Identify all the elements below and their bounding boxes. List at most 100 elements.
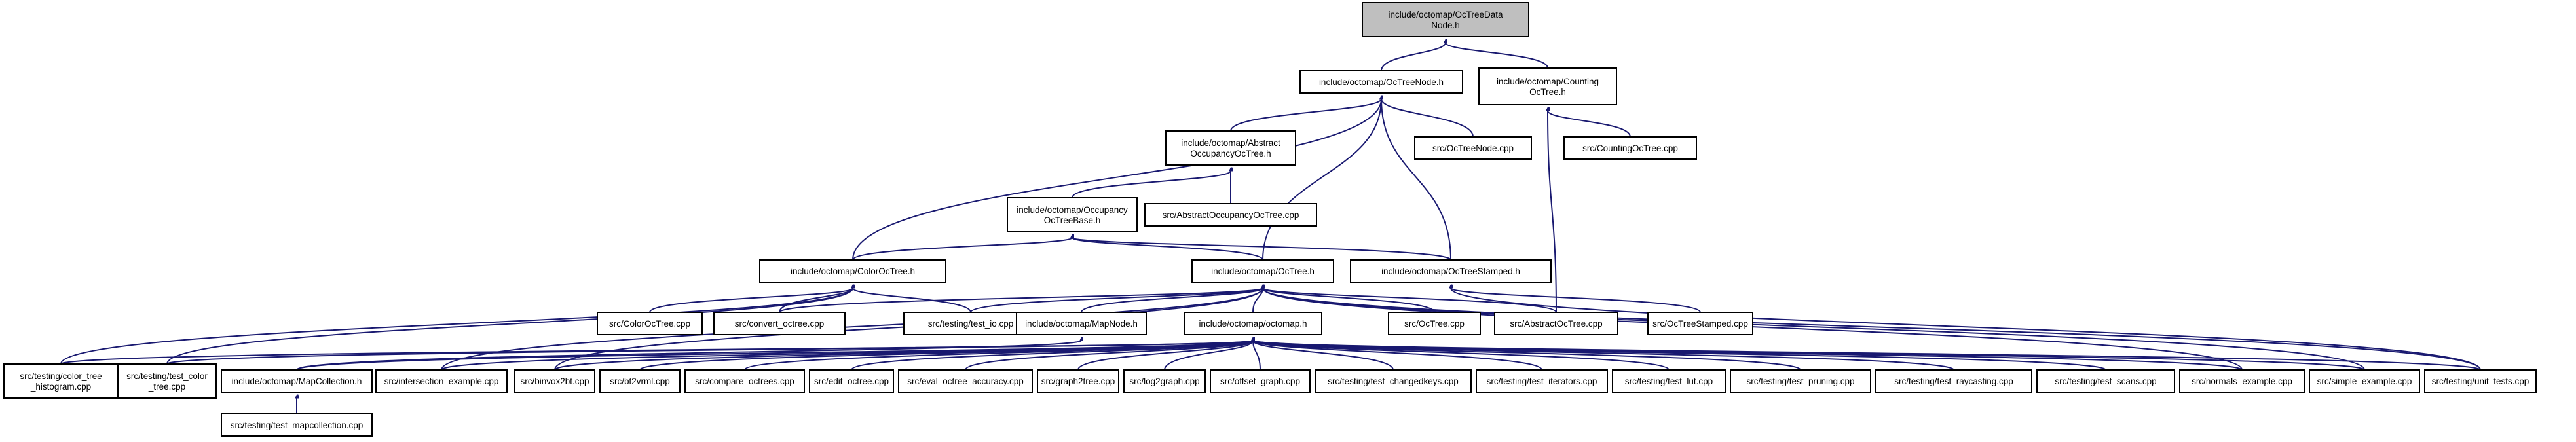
node-label: src/intersection_example.cpp [384,377,499,386]
node-label: include/octomap/Occupancy [1017,205,1128,215]
node-normals-example[interactable]: src/normals_example.cpp [2179,369,2305,393]
node-box [1476,369,1608,393]
node-label: src/simple_example.cpp [2317,377,2412,386]
node-box [1350,259,1552,283]
edge-stamped-h-to-octreenode-h [1381,99,1451,261]
node-box [1007,197,1138,232]
edge-mapnode-h-to-octree-h [1081,288,1263,313]
node-box [1123,369,1206,393]
node-box [1414,136,1532,160]
node-test-changedkeys[interactable]: src/testing/test_changedkeys.cpp [1315,369,1472,393]
node-label: src/testing/test_scans.cpp [2055,377,2156,386]
node-box [221,369,373,393]
node-mapcollection-h[interactable]: include/octomap/MapCollection.h [221,369,373,393]
node-stamped-h[interactable]: include/octomap/OcTreeStamped.h [1350,259,1552,283]
node-box [1210,369,1311,393]
node-label: include/octomap/MapNode.h [1025,319,1138,329]
edge-test-io-to-coloroctree-h [853,288,971,313]
node-test-raycasting[interactable]: src/testing/test_raycasting.cpp [1875,369,2032,393]
node-label: src/eval_octree_accuracy.cpp [907,377,1024,386]
node-test-color-tree[interactable]: src/testing/test_color_tree.cpp [117,363,217,399]
node-label: OcTreeBase.h [1044,215,1101,225]
node-offset-graph[interactable]: src/offset_graph.cpp [1210,369,1311,393]
edge-convert-octree-to-coloroctree-h [779,288,853,313]
node-label: src/convert_octree.cpp [735,319,825,329]
node-label: _tree.cpp [148,382,185,392]
node-label: src/testing/test_pruning.cpp [1746,377,1854,386]
node-box [1612,369,1726,393]
node-box [684,369,805,393]
edge-abstract-occ-h-to-octreenode-h [1230,99,1381,132]
node-log2graph[interactable]: src/log2graph.cpp [1123,369,1206,393]
node-box [1184,312,1322,335]
node-counting-h[interactable]: include/octomap/CountingOcTree.h [1478,67,1617,105]
node-label: include/octomap/Counting [1497,77,1599,86]
node-test-scans[interactable]: src/testing/test_scans.cpp [2036,369,2175,393]
node-box [2036,369,2175,393]
node-box [1299,70,1463,94]
nodes-layer: include/octomap/OcTreeDataNode.hinclude/… [3,2,2537,437]
node-label: OccupancyOcTree.h [1190,149,1271,158]
edge-log2graph-to-octomap-h [1164,341,1253,371]
node-octree-cpp[interactable]: src/OcTree.cpp [1388,312,1481,335]
node-mapnode-h[interactable]: include/octomap/MapNode.h [1016,312,1147,335]
edge-coloroctree-h-to-occbase-h [852,238,1072,261]
node-label: src/OcTree.cpp [1404,319,1465,329]
node-label: src/graph2tree.cpp [1041,377,1115,386]
edge-edit-octree-to-octomap-h [851,341,1253,371]
node-label: src/CountingOcTree.cpp [1582,143,1678,153]
node-label: _histogram.cpp [30,382,91,392]
node-label: src/testing/color_tree [20,371,102,381]
node-test-mapcollection[interactable]: src/testing/test_mapcollection.cpp [221,413,373,437]
node-color-hist[interactable]: src/testing/color_tree_histogram.cpp [3,363,119,399]
node-test-lut[interactable]: src/testing/test_lut.cpp [1612,369,1726,393]
node-bt2vrml[interactable]: src/bt2vrml.cpp [599,369,681,393]
edge-octree-cpp-to-octree-h [1263,288,1435,313]
node-label: src/testing/test_raycasting.cpp [1894,377,2013,386]
node-graph2tree[interactable]: src/graph2tree.cpp [1037,369,1119,393]
edge-test-changedkeys-to-octomap-h [1253,341,1394,371]
node-stamped-cpp[interactable]: src/OcTreeStamped.cpp [1647,312,1753,335]
node-simple-example[interactable]: src/simple_example.cpp [2309,369,2420,393]
edge-abstract-octree-cpp-to-octree-h [1263,288,1557,313]
edge-occbase-h-to-abstract-occ-h [1072,171,1231,198]
node-intersection[interactable]: src/intersection_example.cpp [375,369,508,393]
node-box [1647,312,1753,335]
node-test-pruning[interactable]: src/testing/test_pruning.cpp [1730,369,1871,393]
edge-convert-octree-to-octree-h [779,288,1263,313]
node-eval-octree[interactable]: src/eval_octree_accuracy.cpp [898,369,1033,393]
node-test-iterators[interactable]: src/testing/test_iterators.cpp [1476,369,1608,393]
node-compare-octrees[interactable]: src/compare_octrees.cpp [684,369,805,393]
node-label: src/OcTreeNode.cpp [1432,143,1514,153]
node-coloroctree-cpp[interactable]: src/ColorOcTree.cpp [597,312,703,335]
edge-octreenode-cpp-to-octreenode-h [1381,99,1474,138]
node-abstract-occ-h[interactable]: include/octomap/AbstractOccupancyOcTree.… [1165,130,1296,166]
node-convert-octree[interactable]: src/convert_octree.cpp [713,312,846,335]
node-label: include/octomap/OcTree.h [1211,267,1315,276]
node-octree-h[interactable]: include/octomap/OcTree.h [1191,259,1334,283]
node-binvox2bt[interactable]: src/binvox2bt.cpp [514,369,595,393]
node-box [1388,312,1481,335]
node-unit-tests[interactable]: src/testing/unit_tests.cpp [2424,369,2537,393]
node-box [3,363,119,399]
node-abstract-octree-cpp[interactable]: src/AbstractOcTree.cpp [1494,312,1618,335]
node-box [1315,369,1472,393]
node-label: include/octomap/OcTreeData [1388,10,1503,20]
node-counting-cpp[interactable]: src/CountingOcTree.cpp [1563,136,1697,160]
node-label: src/testing/test_mapcollection.cpp [231,420,364,430]
node-box [1478,67,1617,105]
node-octreenode-h[interactable]: include/octomap/OcTreeNode.h [1299,70,1463,94]
node-box [1037,369,1119,393]
node-label: include/octomap/OcTreeNode.h [1319,77,1444,87]
node-octreenode-cpp[interactable]: src/OcTreeNode.cpp [1414,136,1532,160]
edge-graph2tree-to-octomap-h [1077,341,1253,371]
node-coloroctree-h[interactable]: include/octomap/ColorOcTree.h [759,259,946,283]
edge-color-hist-to-coloroctree-h [60,288,853,365]
node-edit-octree[interactable]: src/edit_octree.cpp [809,369,894,393]
node-box [2179,369,2305,393]
node-box [221,413,373,437]
edge-coloroctree-cpp-to-coloroctree-h [649,288,853,313]
node-octomap-h[interactable]: include/octomap/octomap.h [1184,312,1322,335]
node-abstract-occ-cpp[interactable]: src/AbstractOccupancyOcTree.cpp [1144,203,1317,227]
